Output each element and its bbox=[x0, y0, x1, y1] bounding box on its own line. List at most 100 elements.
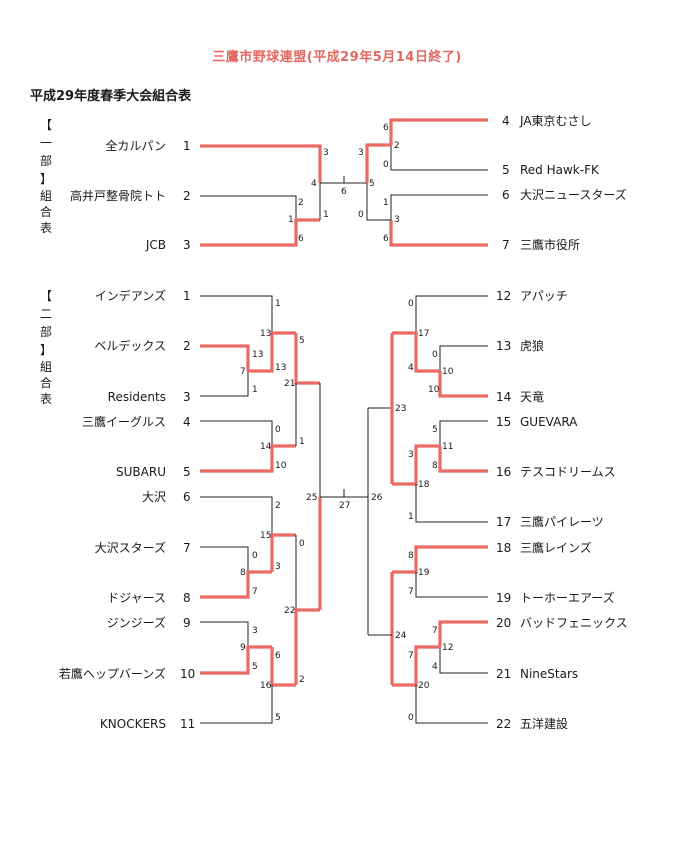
score: 0 bbox=[432, 350, 438, 360]
division-1-scores: 2 6 1 3 1 4 6 0 2 1 6 3 3 0 5 6 bbox=[288, 123, 400, 244]
score: 21 bbox=[284, 379, 295, 389]
score: 13 bbox=[260, 329, 271, 339]
score: 6 bbox=[275, 651, 281, 661]
score: 2 bbox=[298, 198, 304, 208]
team-name: 大沢スターズ bbox=[95, 540, 166, 555]
bracket-line bbox=[200, 685, 273, 724]
team-seed: 4 bbox=[183, 415, 191, 429]
winner-path bbox=[200, 570, 272, 599]
score: 11 bbox=[442, 442, 453, 452]
score: 1 bbox=[323, 210, 329, 220]
bracket-line bbox=[439, 420, 488, 446]
team-name: KNOCKERS bbox=[100, 717, 166, 731]
team-seed: 3 bbox=[183, 238, 191, 252]
score: 3 bbox=[358, 148, 364, 158]
score: 3 bbox=[408, 450, 414, 460]
division-2-left-bracket-lines bbox=[200, 295, 368, 724]
team-name: JCB bbox=[145, 238, 166, 252]
team-seed: 8 bbox=[183, 591, 191, 605]
team-seed: 9 bbox=[183, 616, 191, 630]
score: 18 bbox=[418, 480, 430, 490]
team-seed: 6 bbox=[502, 188, 510, 202]
winner-path bbox=[392, 444, 440, 486]
division-1-left-teams: 全カルパン 1 高井戸整骨院トト 2 JCB 3 bbox=[70, 138, 191, 252]
team-name: 大沢ニュースターズ bbox=[520, 187, 627, 202]
team-seed: 11 bbox=[180, 717, 195, 731]
score: 26 bbox=[371, 493, 383, 503]
bracket-line bbox=[415, 484, 488, 523]
team-seed: 14 bbox=[496, 390, 511, 404]
score: 0 bbox=[408, 299, 414, 309]
bracket-line bbox=[200, 546, 249, 572]
score: 12 bbox=[442, 643, 453, 653]
score: 24 bbox=[395, 631, 407, 641]
team-name: 五洋建設 bbox=[520, 716, 568, 731]
score: 3 bbox=[252, 626, 258, 636]
division-1-bracket-lines bbox=[200, 118, 488, 247]
bracket-line bbox=[200, 195, 297, 220]
score: 13 bbox=[252, 350, 263, 360]
division-2-label-char: 】 bbox=[40, 343, 52, 357]
winner-path bbox=[389, 220, 488, 247]
score: 0 bbox=[408, 713, 414, 723]
score: 3 bbox=[275, 562, 281, 572]
team-seed: 5 bbox=[183, 465, 191, 479]
score: 4 bbox=[408, 363, 414, 373]
score: 17 bbox=[418, 329, 429, 339]
team-name: NineStars bbox=[520, 667, 578, 681]
winner-path bbox=[438, 371, 488, 398]
division-1-right-teams: 4 JA東京むさし 5 Red Hawk-FK 6 大沢ニュースターズ 7 三鷹… bbox=[502, 114, 627, 252]
team-seed: 12 bbox=[496, 289, 511, 303]
winner-path bbox=[200, 218, 320, 247]
score: 1 bbox=[383, 198, 389, 208]
score: 15 bbox=[260, 531, 271, 541]
team-name: JA東京むさし bbox=[519, 114, 592, 128]
team-seed: 7 bbox=[183, 541, 191, 555]
score: 4 bbox=[432, 662, 438, 672]
division-1-label-char: 合 bbox=[40, 204, 52, 219]
score: 5 bbox=[432, 425, 438, 435]
team-name: ジンジーズ bbox=[107, 615, 166, 630]
score: 7 bbox=[408, 587, 414, 597]
score: 6 bbox=[383, 123, 389, 133]
division-2-label-char: 部 bbox=[40, 324, 52, 339]
team-name: Red Hawk-FK bbox=[520, 163, 600, 177]
bracket-line bbox=[366, 183, 391, 221]
team-seed: 1 bbox=[183, 139, 191, 153]
division-2-label-char: 表 bbox=[40, 392, 52, 406]
bracket-line bbox=[200, 621, 249, 647]
winner-path bbox=[389, 118, 488, 145]
team-name: 三鷹イーグルス bbox=[82, 414, 166, 429]
score: 13 bbox=[275, 363, 286, 373]
division-2-label-char: 二 bbox=[40, 307, 52, 321]
bracket-line bbox=[368, 333, 393, 409]
bracket-line bbox=[415, 295, 488, 333]
team-seed: 19 bbox=[496, 591, 511, 605]
bracket-line bbox=[390, 194, 488, 220]
bracket-line bbox=[439, 647, 488, 674]
score: 5 bbox=[275, 713, 281, 723]
team-name: 若鷹ヘップバーンズ bbox=[59, 666, 166, 681]
winner-path bbox=[200, 645, 272, 675]
score: 5 bbox=[369, 179, 375, 189]
team-seed: 18 bbox=[496, 541, 511, 555]
score: 8 bbox=[408, 551, 414, 561]
division-2-label-char: 組 bbox=[40, 360, 52, 374]
score: 8 bbox=[432, 461, 438, 471]
bracket-line bbox=[415, 572, 488, 598]
division-2-label-char: 合 bbox=[40, 375, 52, 390]
score: 4 bbox=[311, 179, 317, 189]
score: 1 bbox=[408, 512, 414, 522]
page-subtitle: 平成29年度春季大会組合表 bbox=[30, 89, 192, 104]
score: 20 bbox=[418, 681, 430, 691]
score: 23 bbox=[395, 404, 406, 414]
winner-path bbox=[270, 533, 296, 572]
division-1-label-char: 部 bbox=[40, 153, 52, 168]
team-name: テスコドリームス bbox=[520, 465, 616, 479]
score: 10 bbox=[275, 461, 287, 471]
team-name: アパッチ bbox=[520, 289, 568, 303]
bracket-line bbox=[415, 685, 488, 724]
team-seed: 2 bbox=[183, 339, 191, 353]
score: 5 bbox=[252, 662, 258, 672]
